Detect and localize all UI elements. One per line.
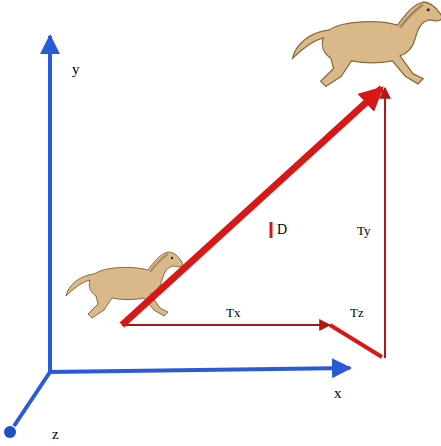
- tz-vector: [330, 325, 382, 357]
- axis-label: x: [334, 386, 342, 401]
- end-horse: [293, 2, 441, 86]
- y-axis: [48, 36, 52, 374]
- x-axis: [48, 368, 350, 372]
- ty-vector: [384, 88, 386, 358]
- z-axis-tip: [4, 426, 16, 438]
- tx-vector: [122, 324, 330, 326]
- vector-label: D: [277, 223, 287, 237]
- displacement-vector: [122, 88, 382, 325]
- axis-label: z: [52, 427, 59, 442]
- axis-label: y: [72, 62, 80, 77]
- vector-label: Ty: [357, 224, 371, 237]
- d-tick: [270, 222, 273, 238]
- vector-label: Tx: [226, 306, 240, 319]
- z-axis: [14, 372, 50, 426]
- vector-label: Tz: [350, 306, 364, 319]
